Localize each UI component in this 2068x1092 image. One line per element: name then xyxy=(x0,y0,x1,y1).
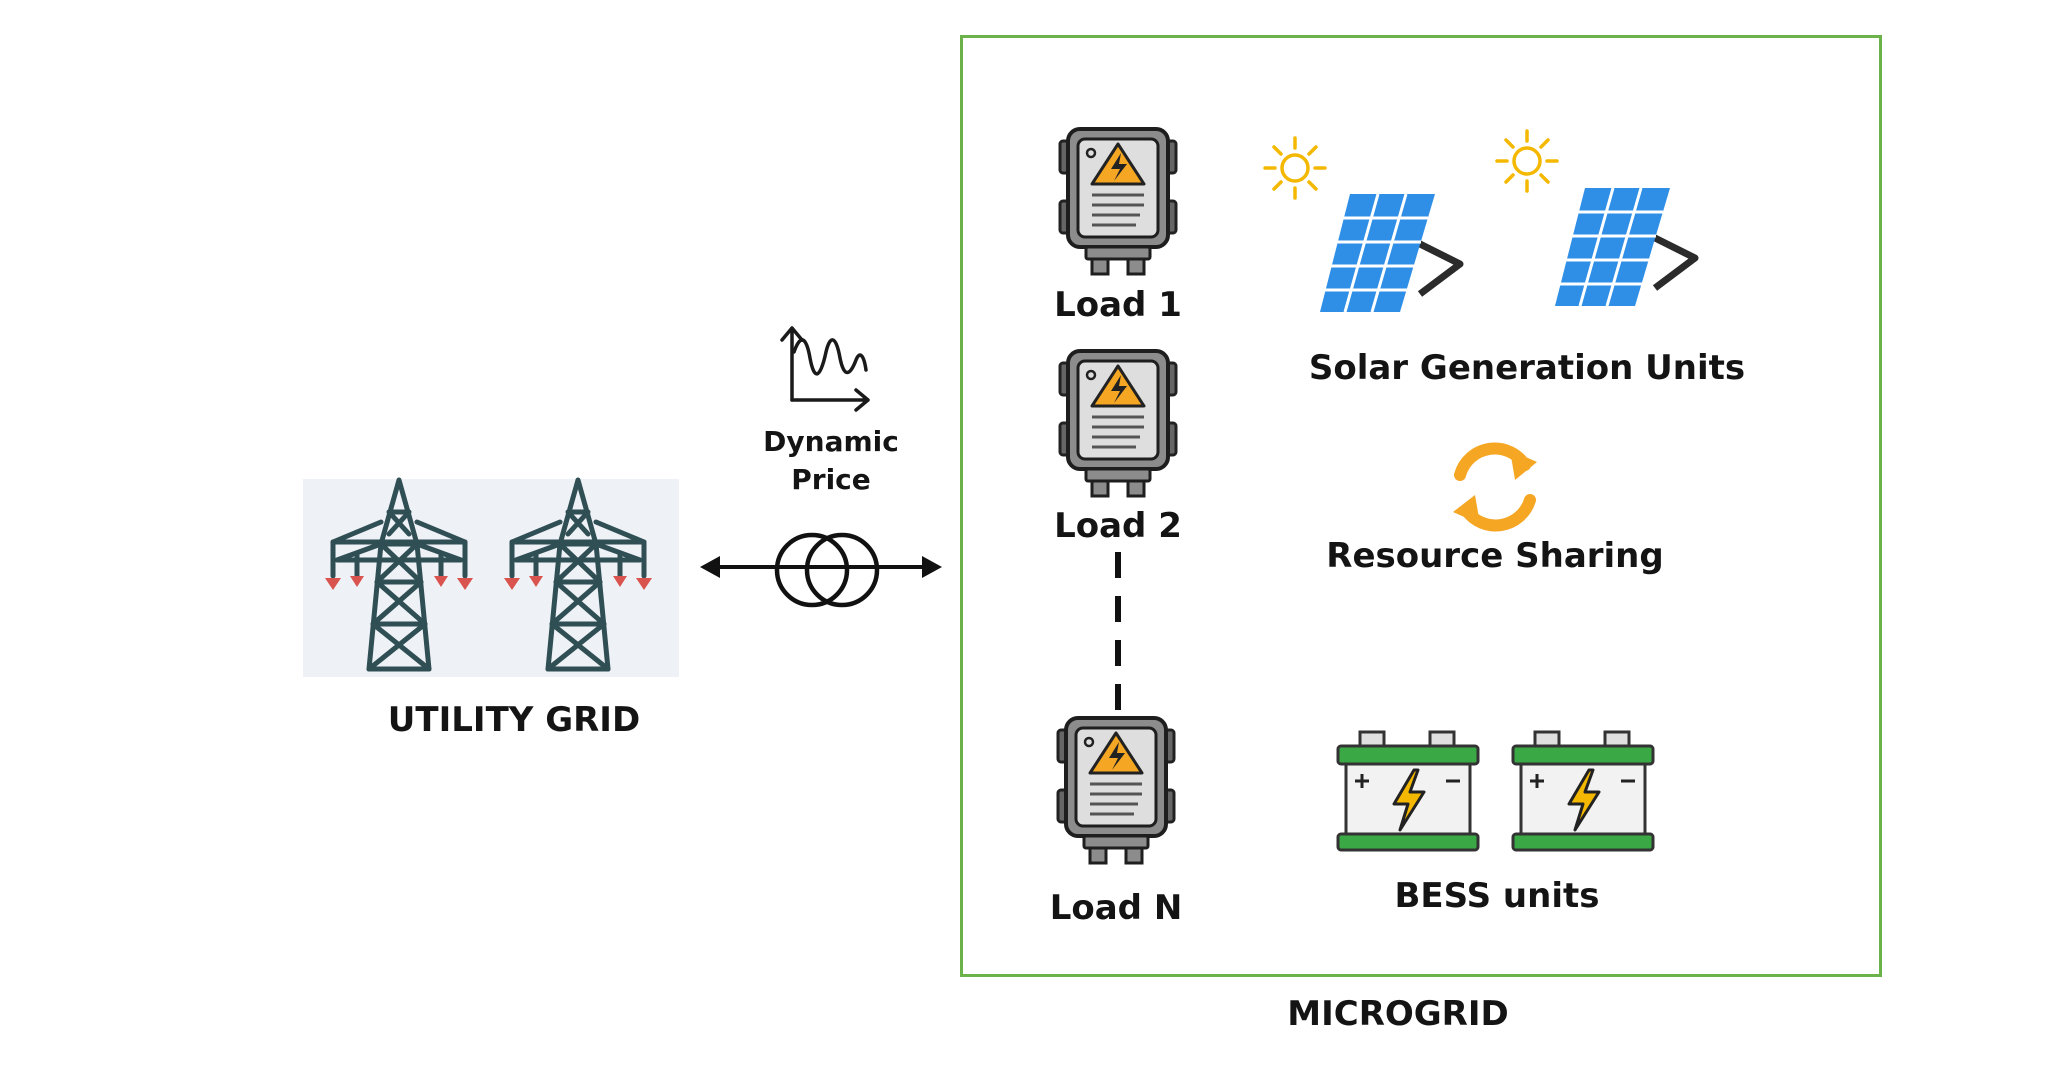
bess-units-label: BESS units xyxy=(1394,876,1600,916)
dynamic-price-line-2: Price xyxy=(791,463,871,496)
transformer-icon xyxy=(700,532,942,608)
load-1-icon xyxy=(1058,127,1178,276)
load-n-label: Load N xyxy=(1049,888,1183,928)
load-2-label: Load 2 xyxy=(1054,506,1182,546)
transmission-tower-icon xyxy=(325,480,473,669)
transmission-tower-icon xyxy=(504,480,652,669)
sun-icon xyxy=(1263,136,1327,200)
microgrid-boundary xyxy=(960,35,1882,977)
load-n-icon xyxy=(1056,716,1176,865)
dynamic-price-line-1: Dynamic xyxy=(763,425,899,458)
load-1-label: Load 1 xyxy=(1054,285,1182,325)
resource-sharing-label: Resource Sharing xyxy=(1326,536,1664,576)
solar-generation-label: Solar Generation Units xyxy=(1308,348,1746,388)
battery-icon xyxy=(1511,730,1655,852)
refresh-cycle-icon xyxy=(1453,442,1537,532)
price-curve-icon xyxy=(780,326,870,412)
solar-panel-icon xyxy=(1555,188,1695,306)
sun-icon xyxy=(1495,129,1559,193)
load-2-icon xyxy=(1058,349,1178,498)
dynamic-price-label: Dynamic Price xyxy=(763,423,899,499)
microgrid-label: MICROGRID xyxy=(1287,994,1509,1034)
utility-grid-label: UTILITY GRID xyxy=(387,700,641,740)
battery-icon xyxy=(1336,730,1480,852)
solar-panel-icon xyxy=(1320,194,1460,312)
